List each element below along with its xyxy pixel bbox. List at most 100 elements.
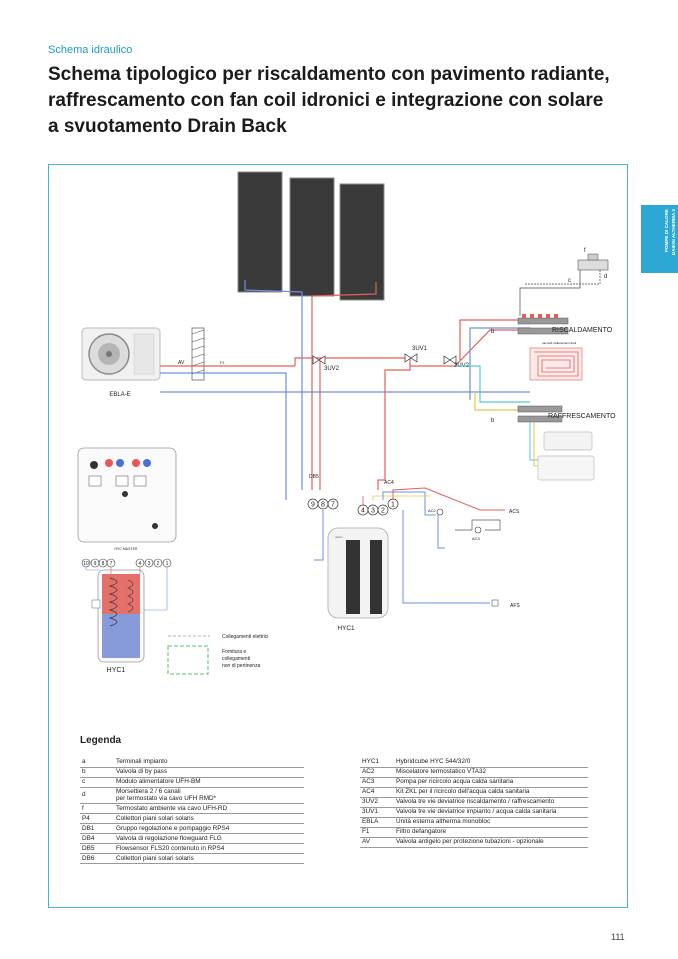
solar-panel-1 [237, 171, 283, 293]
small-port-label: 8 [102, 561, 105, 567]
legend-key: DB5 [80, 843, 114, 855]
legend-key: AC4 [360, 787, 394, 798]
side-tab-line-1: POMPE DI CALORE [664, 209, 669, 253]
legend-key: EBLA [360, 817, 394, 828]
legend-key: DB4 [80, 833, 114, 845]
manifold-cooling [517, 405, 563, 423]
underfloor-loop [529, 347, 583, 381]
legend-title: Legenda [80, 735, 122, 746]
legend-value: Valvola di by pass [114, 767, 304, 778]
3uv2-left-label: 3UV2 [324, 366, 340, 372]
legend-key: F1 [360, 827, 394, 838]
legend-key: AV [360, 837, 394, 848]
small-port-label: 4 [139, 561, 142, 567]
hyc1-label: HYC1 [337, 625, 355, 632]
ac2-label: AC2 [428, 508, 437, 513]
control-module [519, 253, 609, 316]
section-label: Schema idraulico [48, 44, 133, 56]
tank-hyc1: daikin [327, 527, 389, 619]
fornitura-line-2: collegamenti [222, 656, 250, 662]
legend-value: Kit ZKL per il ricircolo dell'acqua cald… [394, 787, 588, 798]
legend-key: 3UV1 [360, 807, 394, 818]
legend-key: HYC1 [360, 758, 394, 768]
legend-key: AC2 [360, 767, 394, 778]
legend-value: Collettori piani solari solaris [114, 853, 304, 865]
acs-label: ACS [509, 509, 520, 515]
grille [191, 327, 205, 381]
legend-key: P4 [80, 813, 114, 825]
legend-key: b [80, 767, 114, 778]
controller-panel [77, 447, 177, 543]
ebla-label: EBLA-E [109, 392, 130, 398]
raffrescamento-label: RAFFRESCAMENTO [548, 413, 616, 420]
svg-text:daikin: daikin [335, 535, 343, 539]
hydraulic-diagram: EBLA-E AV F1 3UV2 3UV1 3UV2 R [77, 171, 616, 675]
fornitura-line-1: Fornitura e [222, 649, 246, 655]
legend-key: d [80, 787, 114, 805]
b-label-1: b [491, 329, 495, 335]
valve-3uv2-left [312, 355, 326, 365]
legend-value: Gruppo regolazione e pompaggio RPS4 [114, 823, 304, 835]
legend-value: Valvola tre vie deviatrice impianto / ac… [394, 807, 588, 818]
page-number: 111 [611, 932, 625, 942]
legend-key: DB6 [80, 853, 114, 865]
legend-key: AC3 [360, 777, 394, 788]
legend-value: Modulo alimentatore UFH-BM [114, 777, 304, 788]
legend-value-line-2: per termostato via cavo UFH RMD* [116, 794, 217, 802]
fornitura-line-3: non di pertinenza [222, 663, 261, 669]
title-line-1: Schema tipologico per riscaldamento con … [48, 64, 610, 85]
hyc1-small-label: HYC1 [107, 667, 126, 674]
ac4-label: AC4 [384, 480, 394, 486]
av-label: AV [178, 360, 185, 366]
tank-small [91, 569, 145, 663]
pannello-label: pannelli radiante/terminali [542, 341, 577, 345]
small-port-label: 3 [148, 561, 151, 567]
legend-key: f [80, 803, 114, 815]
port-label: 2 [381, 508, 385, 515]
riscaldamento-label: RISCALDAMENTO [552, 327, 613, 334]
legend-key: DB1 [80, 823, 114, 835]
port-label: 8 [321, 502, 325, 509]
legend-key: c [80, 777, 114, 788]
legend-value: Unità esterna altherma monobloc [394, 817, 588, 828]
legend-value: Filtro defangatore [394, 827, 588, 838]
solar-collectors [237, 171, 385, 301]
valve-3uv2-right [443, 355, 457, 365]
solar-panel-2 [289, 177, 335, 297]
collegamenti-label: Collegamenti elettrici [222, 634, 268, 640]
ac3-pump [474, 526, 482, 534]
legend-value-line-1: Morsettiera 2 / 6 canali [116, 788, 181, 796]
ac3-label: AC3 [472, 536, 481, 541]
supply-key-box [167, 645, 209, 675]
small-port-label: 1 [166, 561, 169, 567]
valve-3uv1 [404, 353, 418, 363]
legend-value: Flowsensor FLS20 contenuto in RPS4 [114, 843, 304, 855]
small-port-label: 10 [83, 561, 89, 567]
outdoor-unit-ebla [81, 327, 161, 381]
legend-value: Valvola di regolazione flowguard FLG [114, 833, 304, 845]
page-title: Schema tipologico per riscaldamento con … [48, 62, 638, 140]
f1-label: F1 [220, 360, 225, 365]
fan-coil-units [537, 431, 595, 481]
legend-value: Collettori piani solari solaris [114, 813, 304, 825]
title-line-3: a svuotamento Drain Back [48, 116, 287, 137]
legend-value: Miscelatore termostatico VTA32 [394, 767, 588, 778]
port-label: 4 [361, 508, 365, 515]
ac2-mixer [436, 508, 444, 516]
legend-value: Terminali impianto [114, 758, 304, 768]
diagram-frame [48, 164, 628, 908]
port-label: 1 [391, 502, 395, 509]
